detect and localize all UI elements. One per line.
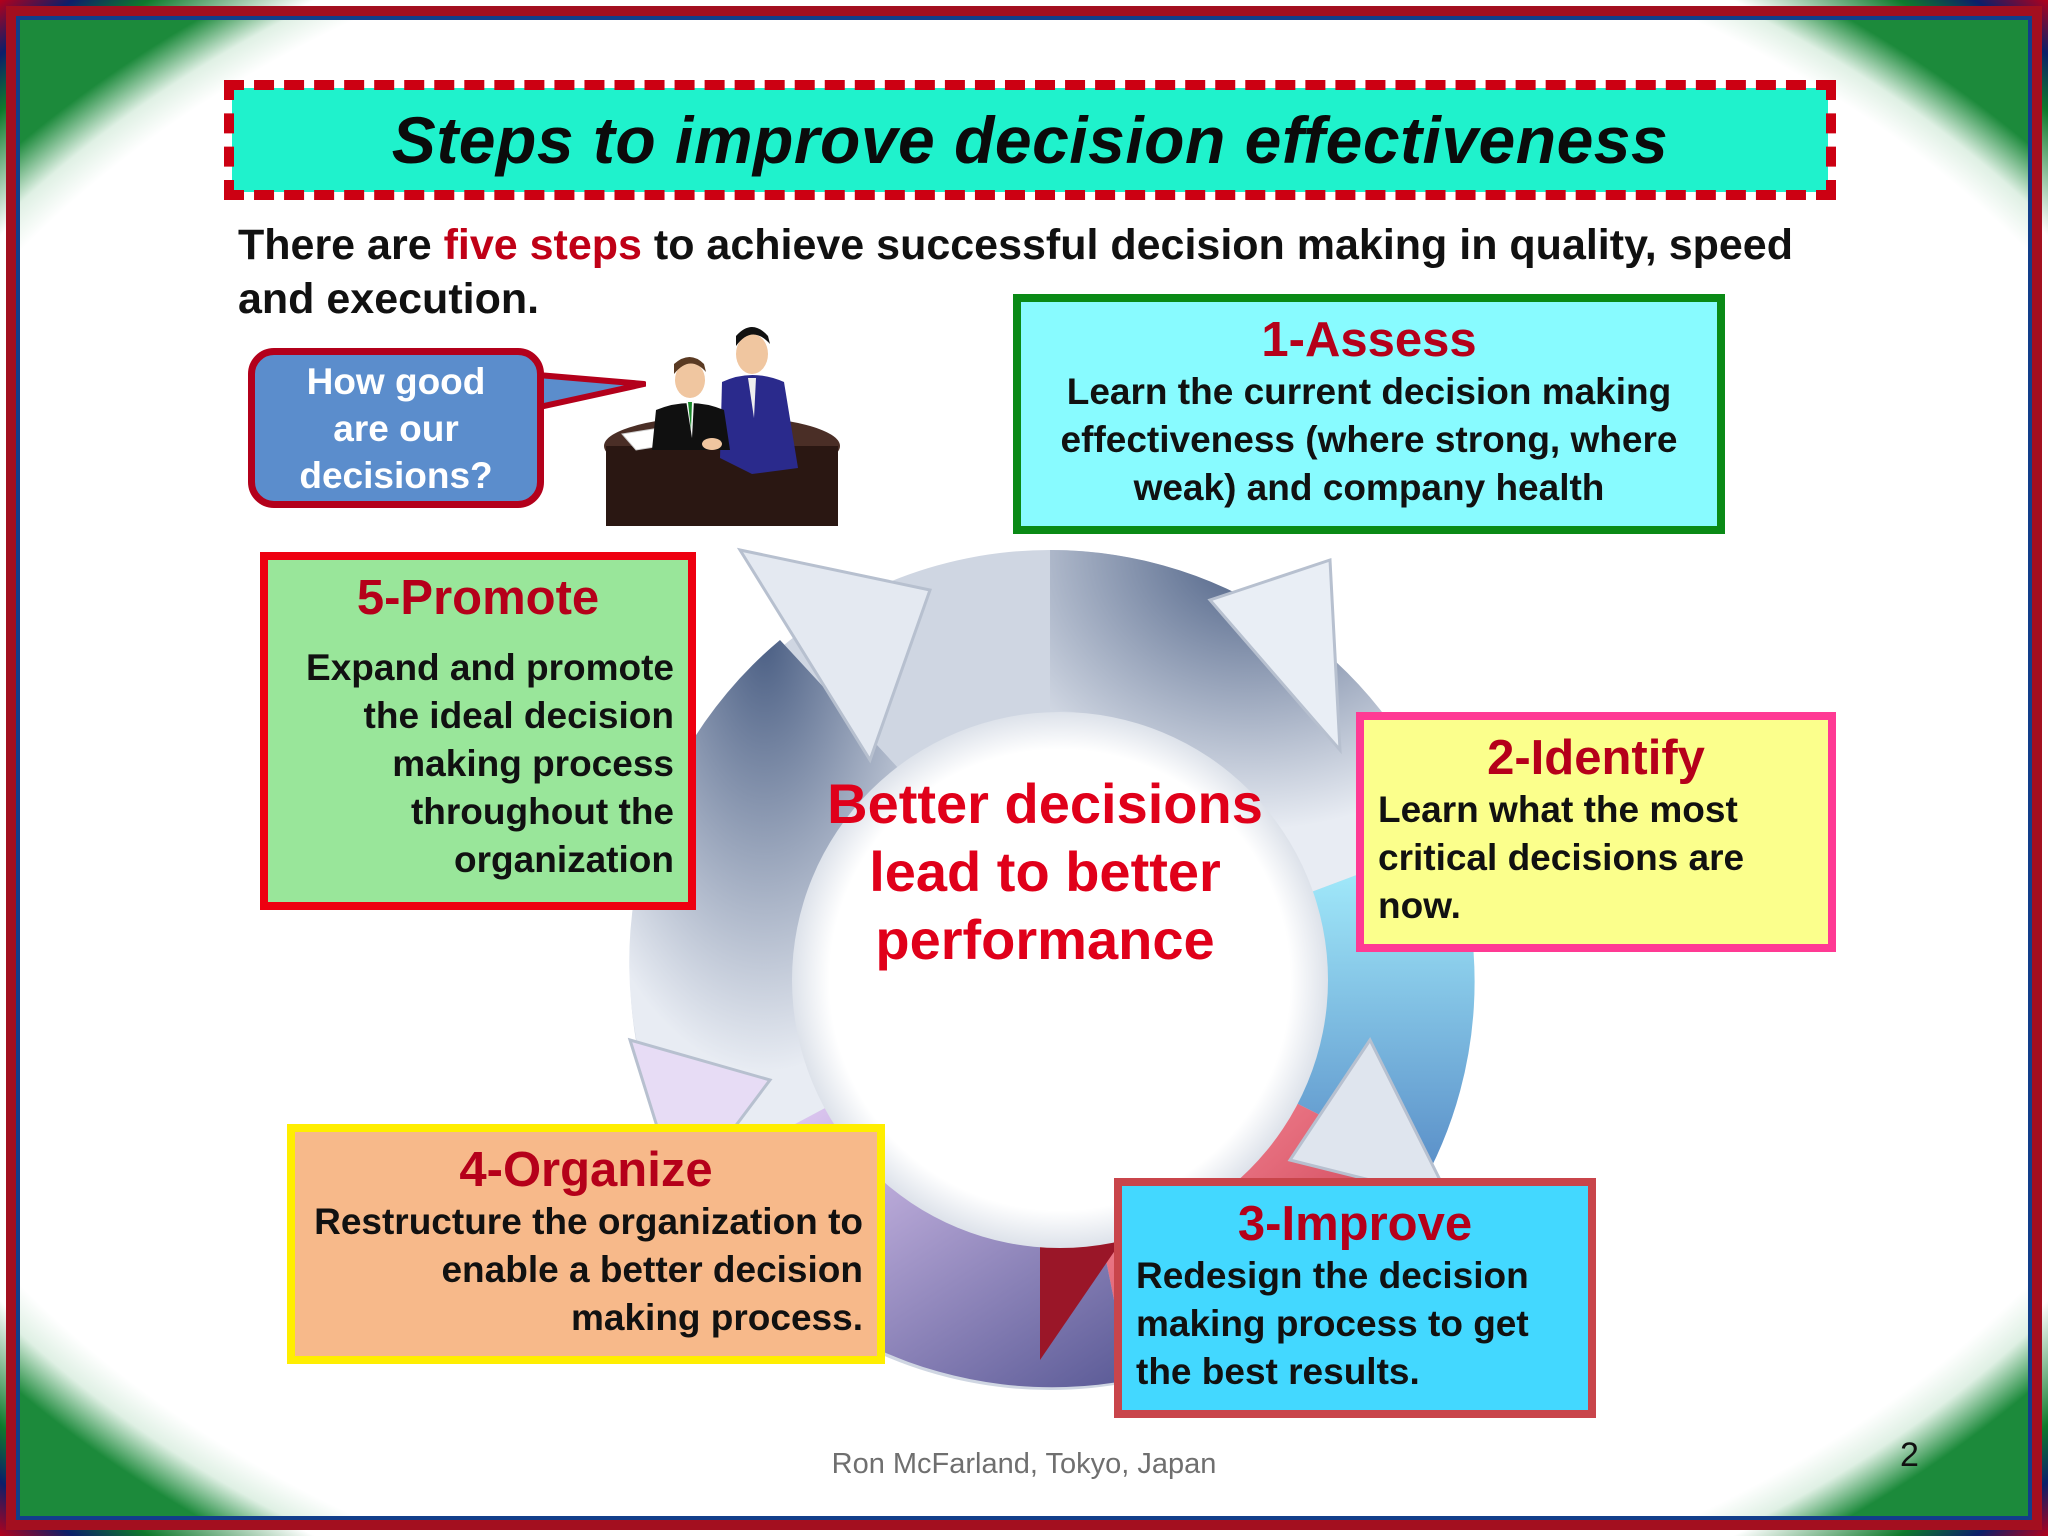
page-number: 2	[1900, 1436, 1919, 1474]
intro-after: to achieve successful decision making in…	[238, 221, 1793, 323]
step-assess-box: 1-Assess Learn the current decision maki…	[1013, 294, 1725, 534]
step-promote-title: 5-Promote	[356, 571, 600, 625]
step-identify-title: 2-Identify	[1487, 731, 1705, 785]
step-improve-title: 3-Improve	[1237, 1197, 1473, 1251]
center-message: Better decisions lead to better performa…	[827, 772, 1263, 971]
step-identify-body: Learn what the most critical decisions a…	[1378, 789, 1745, 926]
step-organize-body: Restructure the organization to enable a…	[314, 1201, 863, 1338]
intro-highlight: five steps	[443, 221, 642, 269]
title-banner: Steps to improve decision effectiveness	[224, 80, 1836, 200]
footer-credit: Ron McFarland, Tokyo, Japan	[831, 1448, 1217, 1480]
step-improve-box: 3-Improve Redesign the decision making p…	[1114, 1178, 1596, 1418]
slide-title: Steps to improve decision effectiveness	[391, 103, 1669, 177]
step-organize-title: 4-Organize	[459, 1143, 713, 1197]
step-improve-body: Redesign the decision making process to …	[1136, 1255, 1529, 1392]
step-promote-box: 5-Promote Expand and promote the ideal d…	[260, 552, 696, 910]
step-identify-box: 2-Identify Learn what the most critical …	[1356, 712, 1836, 952]
step-assess-title: 1-Assess	[1261, 313, 1477, 367]
businessmen-clipart-icon	[602, 327, 848, 526]
intro-before: There are	[238, 221, 444, 269]
bubble-text: How good are our decisions?	[299, 360, 493, 496]
speech-bubble-icon: How good are our decisions?	[248, 348, 544, 508]
step-organize-box: 4-Organize Restructure the organization …	[287, 1124, 885, 1364]
intro-text: There are five steps to achieve successf…	[238, 218, 1798, 326]
step-promote-body: Expand and promote the ideal decision ma…	[306, 647, 674, 880]
step-assess-body: Learn the current decision making effect…	[1060, 371, 1678, 508]
